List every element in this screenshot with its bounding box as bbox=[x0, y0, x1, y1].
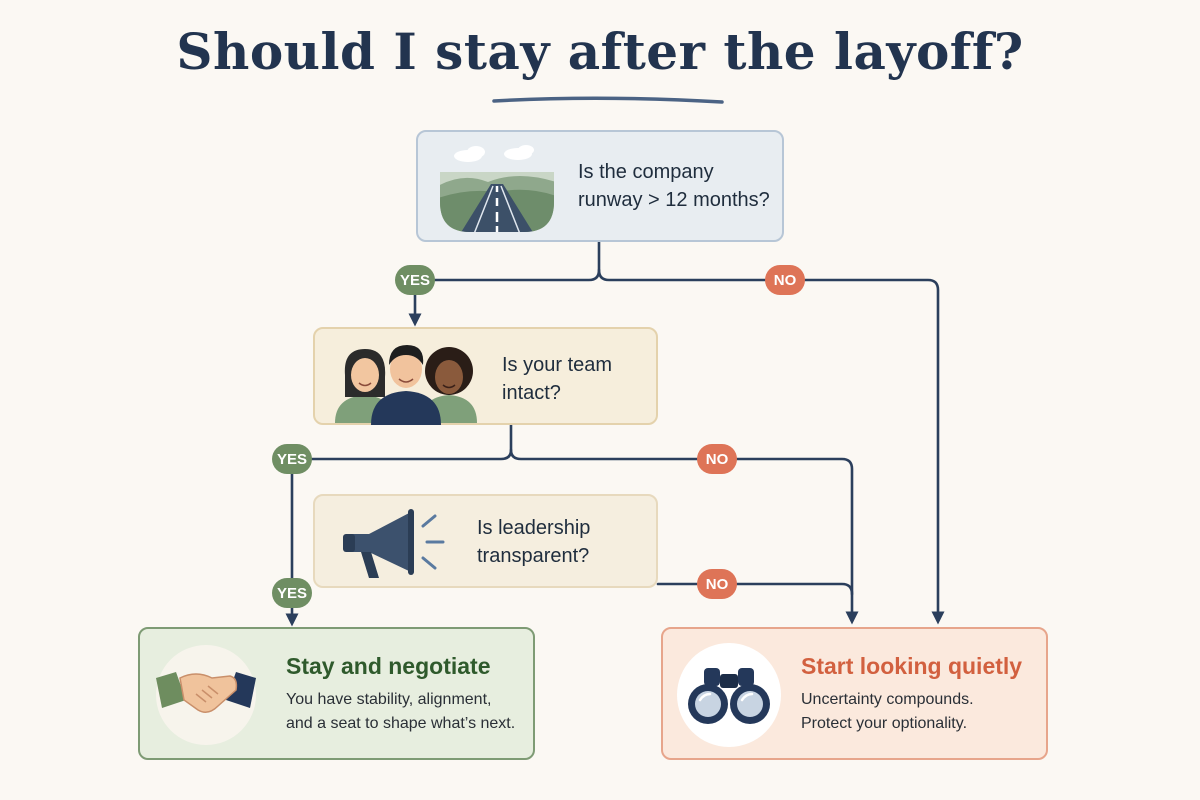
connector-q3-no bbox=[656, 582, 854, 596]
connector-q2-no bbox=[509, 448, 859, 625]
question-runway: Is the company runway > 12 months? bbox=[416, 130, 784, 242]
outcome-leave-desc-line2: Protect your optionality. bbox=[801, 715, 968, 732]
outcome-stay-icon-circle bbox=[156, 645, 256, 745]
runway-road-icon bbox=[440, 145, 554, 232]
binoculars-icon bbox=[688, 668, 770, 724]
outcome-leave-icon-circle bbox=[677, 643, 781, 747]
question-runway-line2: runway > 12 months? bbox=[578, 189, 770, 211]
no-badge-q3: NO bbox=[697, 569, 737, 599]
question-leadership-line1: Is leadership bbox=[477, 517, 591, 539]
question-leadership-line2: transparent? bbox=[477, 545, 590, 567]
outcome-leave: Start looking quietly Uncertainty compou… bbox=[661, 627, 1048, 760]
outcome-stay-desc-line1: You have stability, alignment, bbox=[286, 691, 492, 708]
team-people-icon bbox=[335, 345, 477, 425]
outcome-stay: Stay and negotiate You have stability, a… bbox=[138, 627, 535, 760]
outcome-leave-title: Start looking quietly bbox=[801, 653, 1023, 679]
question-runway-line1: Is the company bbox=[578, 161, 714, 183]
question-team-line2: intact? bbox=[502, 382, 561, 404]
connector-q1-no bbox=[597, 268, 945, 625]
megaphone-icon bbox=[343, 509, 445, 578]
outcome-stay-desc-line2: and a seat to shape what’s next. bbox=[286, 715, 516, 732]
question-team: Is your team intact? bbox=[313, 327, 658, 425]
outcome-stay-title: Stay and negotiate bbox=[286, 653, 491, 679]
page-title: Should I stay after the layoff? bbox=[176, 22, 1024, 81]
title-underline bbox=[492, 96, 724, 104]
yes-badge-q2: YES bbox=[272, 444, 312, 474]
no-badge-q2: NO bbox=[697, 444, 737, 474]
no-badge-q1: NO bbox=[765, 265, 805, 295]
connector-q1-yes bbox=[408, 240, 601, 327]
question-team-line1: Is your team bbox=[502, 354, 613, 376]
question-leadership: Is leadership transparent? bbox=[313, 494, 658, 588]
yes-badge-q3: YES bbox=[272, 578, 312, 608]
handshake-icon bbox=[156, 672, 256, 713]
yes-badge-q1: YES bbox=[395, 265, 435, 295]
outcome-leave-desc-line1: Uncertainty compounds. bbox=[801, 691, 974, 708]
